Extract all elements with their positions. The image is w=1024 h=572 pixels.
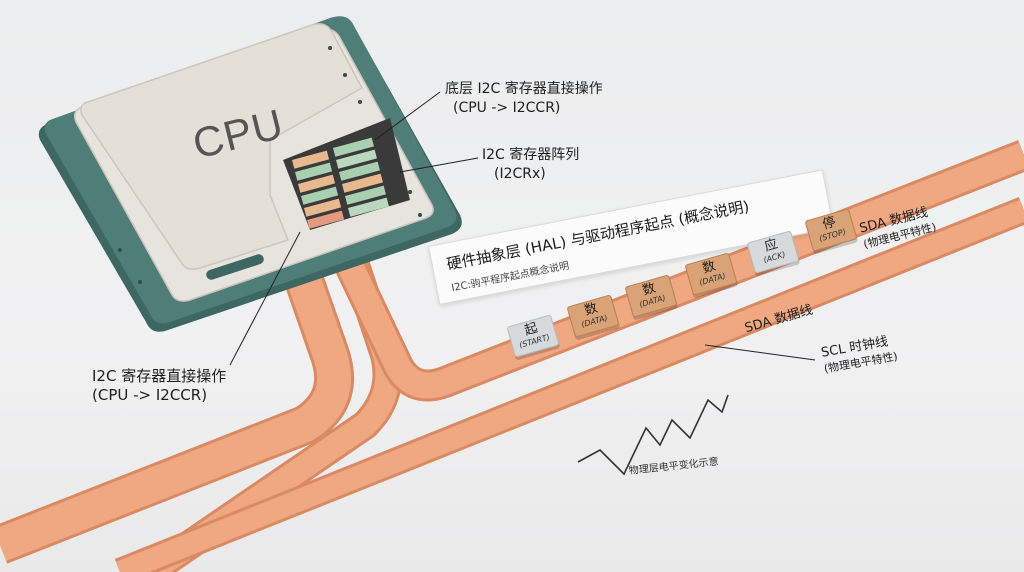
label-register-direct-top: 底层 I2C 寄存器直接操作 (CPU -> I2CCR): [445, 81, 603, 116]
trace-left: [0, 233, 355, 564]
label-register-array: I2C 寄存器阵列 (I2CRx): [482, 147, 580, 182]
trace-sda: [330, 140, 1024, 402]
label-register-direct-left: I2C 寄存器直接操作 (CPU -> I2CCR): [92, 367, 227, 404]
register-array: [283, 118, 410, 230]
waveform-trace: [577, 394, 729, 476]
cpu-package: [38, 16, 462, 332]
leader-lines: [229, 91, 816, 366]
register-cells-right: [333, 137, 389, 217]
register-cells-left: [292, 150, 345, 229]
